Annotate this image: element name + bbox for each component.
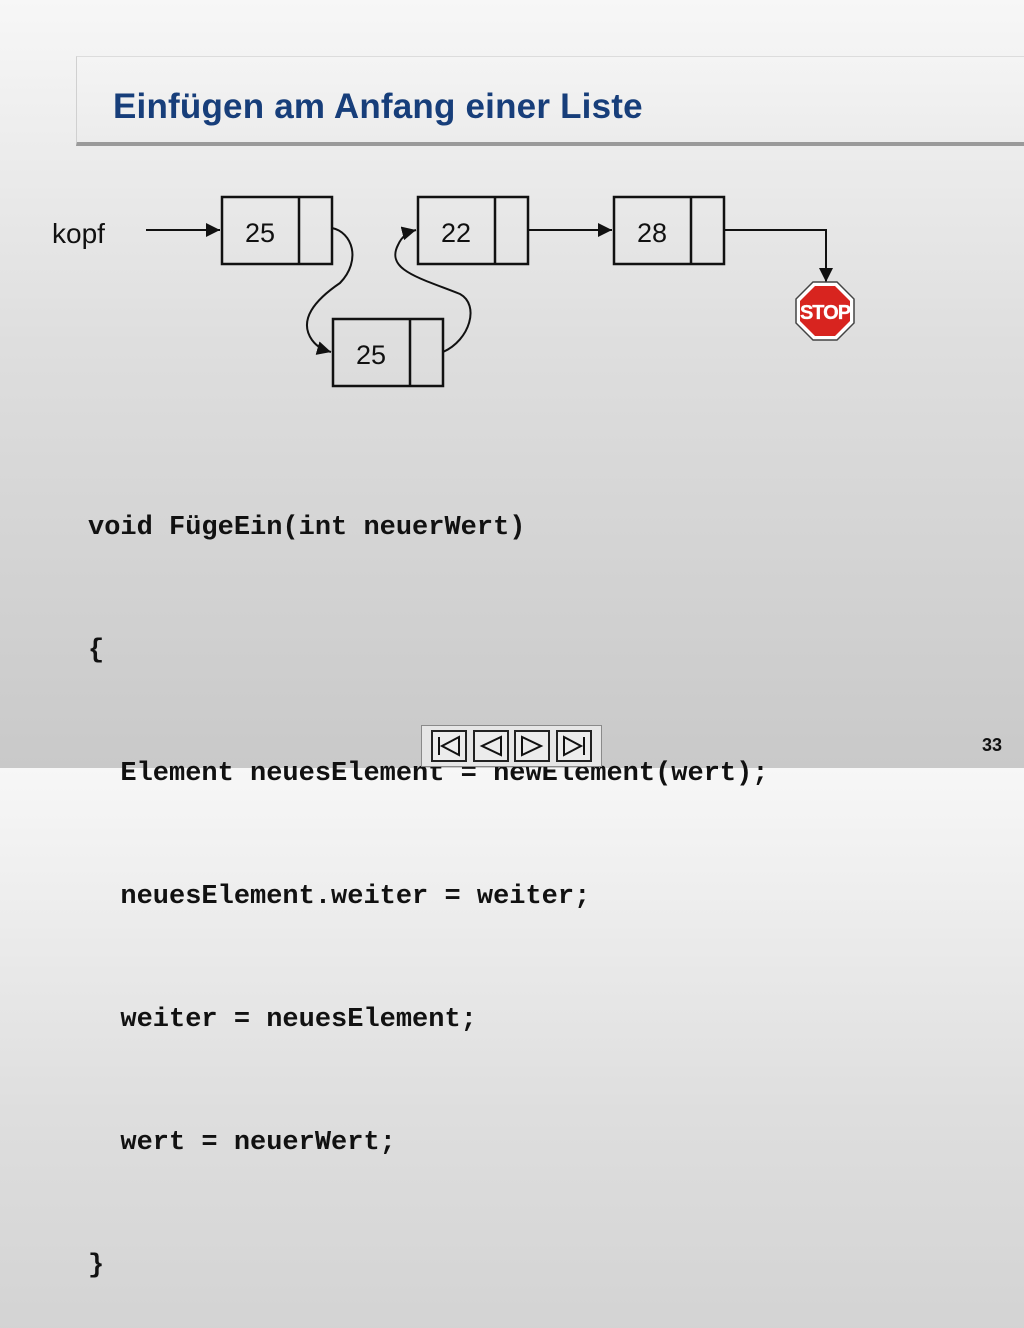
node-2-value: 22 (441, 218, 471, 248)
new-node-value: 25 (356, 340, 386, 370)
code-line: wert = neuerWert; (88, 1128, 396, 1158)
stop-sign-text: STOP (800, 302, 851, 324)
linked-list-diagram: kopf 25 22 28 25 STOP (52, 195, 855, 388)
last-icon (563, 735, 586, 757)
code-line: { (88, 636, 105, 666)
first-icon (437, 735, 460, 757)
list-node-3: 28 (612, 195, 726, 266)
node-1-value: 25 (245, 218, 275, 248)
last-slide-button[interactable] (556, 730, 593, 762)
node-3-value: 28 (637, 218, 667, 248)
next-slide-button[interactable] (514, 730, 551, 762)
slide-title: Einfügen am Anfang einer Liste (113, 87, 643, 126)
slide-navigation (421, 725, 602, 767)
code-line: void FügeEin(int neuerWert) (88, 513, 526, 543)
new-list-node: 25 (331, 317, 445, 388)
code-line: } (88, 1251, 105, 1281)
stop-sign-icon: STOP (795, 281, 855, 341)
previous-icon (479, 735, 502, 757)
page-number: 33 (981, 735, 1002, 755)
code-block: void FügeEin(int neuerWert) { Element ne… (88, 426, 769, 1328)
code-line: neuesElement.weiter = weiter; (88, 882, 591, 912)
new-node-to-node-2-arrow (394, 226, 472, 353)
node-1-to-new-node-arrow (306, 227, 354, 355)
next-icon (521, 735, 544, 757)
previous-slide-button[interactable] (472, 730, 509, 762)
list-node-1: 25 (220, 195, 334, 266)
code-line: weiter = neuesElement; (88, 1005, 477, 1035)
title-bar: Einfügen am Anfang einer Liste (76, 56, 1024, 146)
head-label: kopf (52, 218, 105, 249)
list-node-2: 22 (416, 195, 530, 266)
first-slide-button[interactable] (430, 730, 467, 762)
node-3-to-stop-arrow (724, 229, 833, 282)
